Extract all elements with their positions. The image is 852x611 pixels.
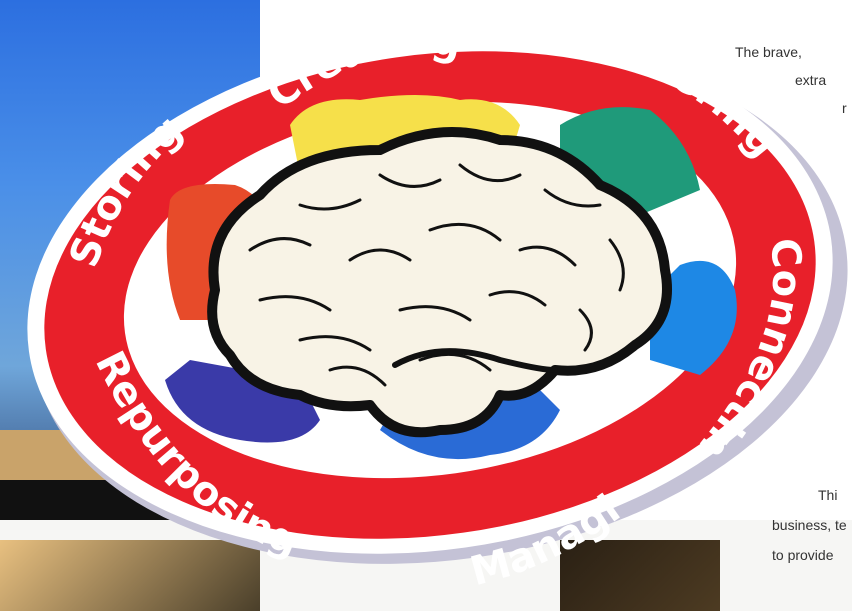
side-text-line-3: r [842, 100, 847, 116]
brain-illustration [207, 127, 672, 438]
side-text-line-2: extra [795, 72, 827, 88]
background-photo-bottom-right [560, 540, 720, 611]
side-text-line-4: Thi [818, 487, 838, 503]
background-photo-bottom-left [0, 540, 260, 611]
side-text-line-5: business, te [772, 517, 847, 533]
side-text-line-6: to provide [772, 547, 834, 563]
side-text-line-1: The brave, [735, 44, 802, 60]
